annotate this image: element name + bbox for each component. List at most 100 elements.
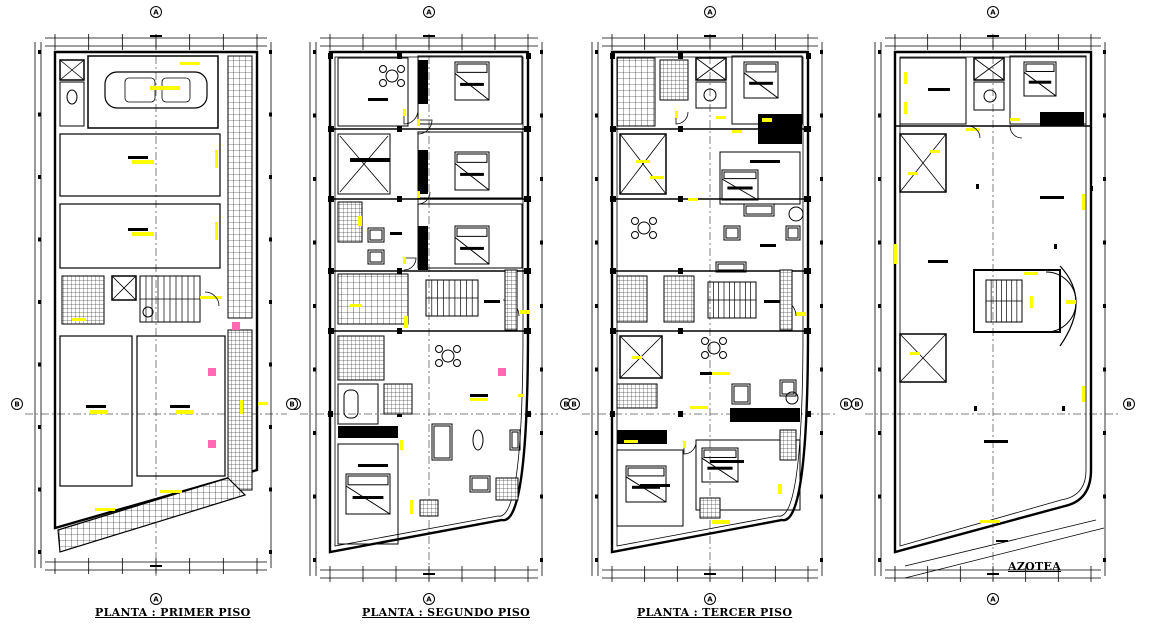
axis-bubble-b-right: B bbox=[1123, 398, 1135, 410]
text-mark bbox=[313, 367, 316, 372]
svg-text:B: B bbox=[843, 401, 848, 409]
coffee-table bbox=[472, 429, 484, 451]
toilet-icon bbox=[703, 88, 717, 102]
highlight-mark bbox=[632, 356, 642, 359]
bathroom bbox=[973, 81, 1005, 111]
text-mark bbox=[1103, 50, 1106, 54]
text-mark bbox=[806, 328, 811, 334]
stair-icon bbox=[985, 279, 1023, 323]
text-mark bbox=[610, 411, 615, 417]
text-mark bbox=[150, 565, 162, 567]
text-mark bbox=[269, 362, 272, 367]
highlight-mark bbox=[350, 304, 362, 307]
text-mark bbox=[820, 177, 823, 181]
plan-title-segundo-piso: PLANTA : SEGUNDO PISO bbox=[362, 606, 530, 619]
highlight-mark bbox=[908, 172, 918, 175]
text-mark bbox=[418, 226, 428, 270]
highlight-mark bbox=[688, 198, 698, 201]
text-mark bbox=[678, 328, 683, 334]
text-mark bbox=[595, 304, 598, 308]
highlight-mark bbox=[240, 400, 243, 414]
text-mark bbox=[38, 112, 41, 117]
text-mark bbox=[269, 50, 272, 54]
axis-bubble-a-top: A bbox=[150, 6, 162, 18]
text-mark bbox=[806, 411, 811, 417]
text-mark bbox=[878, 304, 881, 308]
text-mark bbox=[313, 50, 316, 54]
bedroom bbox=[616, 449, 684, 527]
closet bbox=[337, 133, 391, 195]
text-mark bbox=[704, 35, 716, 37]
highlight-mark bbox=[258, 402, 268, 405]
laundry-room bbox=[899, 57, 967, 125]
text-mark bbox=[170, 405, 190, 408]
dining-table-icon bbox=[631, 217, 657, 239]
shaft bbox=[111, 275, 137, 301]
tiled-floor bbox=[699, 497, 721, 519]
text-mark bbox=[350, 158, 390, 162]
svg-text:A: A bbox=[426, 596, 432, 604]
text-mark bbox=[269, 300, 272, 304]
text-mark bbox=[526, 126, 531, 132]
text-mark bbox=[878, 431, 881, 435]
text-mark bbox=[86, 405, 106, 408]
highlight-mark bbox=[200, 296, 222, 299]
tiled-floor bbox=[779, 429, 797, 461]
axis-bubble-a-bottom: A bbox=[987, 593, 999, 605]
text-mark bbox=[540, 177, 543, 181]
text-mark bbox=[1103, 558, 1106, 562]
text-mark bbox=[540, 431, 543, 435]
text-mark bbox=[820, 113, 823, 118]
shop-room bbox=[59, 203, 221, 269]
text-mark bbox=[595, 431, 598, 435]
highlight-mark bbox=[980, 520, 1000, 523]
door-swing bbox=[967, 125, 981, 139]
axis-bubble-a-top: A bbox=[987, 6, 999, 18]
highlight-mark bbox=[624, 440, 638, 443]
text-mark bbox=[328, 328, 333, 334]
axis-bubble-b-left: B bbox=[851, 398, 863, 410]
tiled-floor bbox=[337, 335, 385, 381]
svg-text:A: A bbox=[426, 9, 432, 17]
text-mark bbox=[678, 196, 683, 202]
highlight-mark bbox=[712, 372, 730, 375]
highlight-mark bbox=[716, 116, 726, 119]
shop-room bbox=[136, 335, 226, 477]
tiled-floor bbox=[495, 477, 519, 501]
highlight-mark bbox=[930, 150, 940, 153]
text-mark bbox=[470, 394, 488, 397]
text-mark bbox=[878, 367, 881, 372]
text-mark bbox=[397, 53, 402, 59]
text-mark bbox=[595, 367, 598, 372]
text-mark bbox=[678, 53, 683, 59]
text-mark bbox=[595, 113, 598, 118]
bathroom bbox=[695, 81, 727, 109]
duct-shaft bbox=[59, 59, 85, 81]
text-mark bbox=[313, 177, 316, 181]
highlight-mark bbox=[90, 410, 108, 414]
toilet-icon bbox=[142, 306, 154, 318]
highlight-mark bbox=[683, 441, 686, 448]
highlight-mark bbox=[690, 406, 708, 409]
shaft bbox=[973, 57, 1005, 81]
svg-text:B: B bbox=[571, 401, 576, 409]
bed-icon bbox=[454, 225, 490, 265]
exterior-wall bbox=[53, 50, 259, 530]
text-mark bbox=[610, 126, 615, 132]
text-mark bbox=[610, 196, 615, 202]
exterior-wall bbox=[328, 50, 530, 554]
interior-wall-line bbox=[616, 56, 804, 547]
sofa-icon bbox=[785, 225, 801, 241]
highlight-mark bbox=[1082, 194, 1085, 210]
text-mark bbox=[928, 260, 948, 263]
highlight-mark bbox=[636, 160, 650, 163]
stair-icon bbox=[425, 279, 479, 317]
text-mark bbox=[38, 550, 41, 554]
svg-text:A: A bbox=[153, 9, 159, 17]
text-mark bbox=[269, 425, 272, 429]
toilet-icon bbox=[66, 89, 78, 105]
dining-table-icon bbox=[435, 345, 461, 367]
sofa-icon bbox=[469, 475, 491, 493]
highlight-mark bbox=[417, 119, 420, 126]
